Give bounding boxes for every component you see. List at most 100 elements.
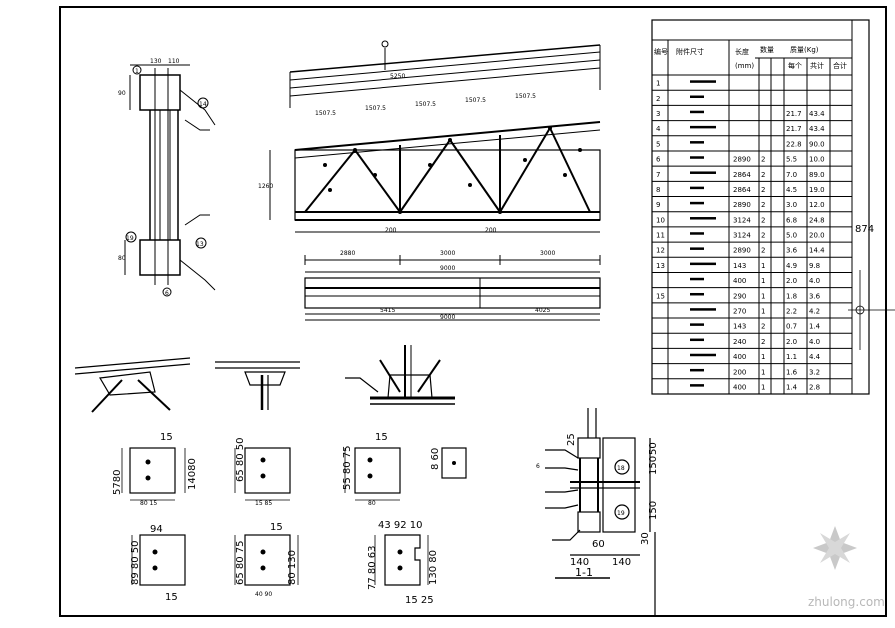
- truss-span-total: 9000: [440, 265, 455, 272]
- header-length-unit: (mm): [735, 62, 754, 70]
- truss-elevation: [269, 40, 601, 321]
- plate1-top: 15: [160, 432, 173, 443]
- table-cell-length: 3124: [733, 232, 751, 240]
- part-profile-icon: [690, 262, 716, 266]
- part-profile-icon: [690, 217, 716, 220]
- table-cell-each: 2.0: [786, 277, 797, 285]
- plate3-left: 55 80 75: [342, 445, 353, 490]
- part-profile-icon: [690, 308, 716, 311]
- table-cell-each: 3.6: [786, 247, 798, 255]
- table-cell-count: 2: [761, 323, 765, 331]
- table-cell-total: 4.2: [809, 307, 820, 315]
- table-cell-length: 2864: [733, 171, 751, 179]
- plate4-dims: 8 60: [430, 448, 441, 470]
- table-cell-total: 3.6: [809, 292, 821, 300]
- table-cell-total: 90.0: [809, 140, 825, 148]
- section-1-1: [545, 408, 656, 615]
- table-cell-each: 4.5: [786, 186, 797, 194]
- table-cell-count: 2: [761, 247, 765, 255]
- truss-top-dim-6: 1507.5: [515, 93, 536, 100]
- plate7-top: 43 92 10: [378, 520, 423, 531]
- table-cell-no: 8: [656, 186, 660, 194]
- section-callout-18: 18: [617, 465, 625, 472]
- header-no: 编号: [654, 47, 668, 56]
- column-elevation-text: 130 110 90 80 1 14 19 13 6: [118, 58, 207, 297]
- table-cell-each: 21.7: [786, 125, 802, 133]
- table-cell-each: 0.7: [786, 323, 797, 331]
- table-cell-total: 4.4: [809, 353, 821, 361]
- table-cell-total: 4.0: [809, 338, 820, 346]
- table-cell-total: 24.8: [809, 216, 825, 224]
- table-cell-count: 2: [761, 156, 765, 164]
- table-cell-each: 21.7: [786, 110, 802, 118]
- section-dim-4: 30: [640, 532, 651, 545]
- table-cell-each: 2.0: [786, 338, 797, 346]
- part-profile-icon: [690, 125, 716, 129]
- truss-text: 5250 1507.5 1507.5 1507.5 1507.5 1507.5 …: [258, 73, 555, 321]
- table-cell-no: 11: [656, 232, 665, 240]
- material-table: [651, 19, 870, 395]
- table-cell-count: 2: [761, 338, 765, 346]
- table-cell-length: 3124: [733, 216, 751, 224]
- section-callout-19: 19: [617, 510, 625, 517]
- table-cell-each: 1.6: [786, 368, 798, 376]
- table-cell-total: 9.8: [809, 262, 820, 270]
- table-cell-total: 19.0: [809, 186, 825, 194]
- zhulong-watermark: zhulong.com: [808, 526, 885, 609]
- column-callout-3: 19: [126, 235, 134, 242]
- column-dim-2: 80: [118, 255, 126, 262]
- table-cell-length: 270: [733, 307, 746, 315]
- table-cell-length: 290: [733, 292, 746, 300]
- table-cell-count: 2: [761, 201, 765, 209]
- truss-bottom-dim-2: 4025: [535, 307, 550, 314]
- table-cell-length: 400: [733, 383, 746, 391]
- table-cell-total: 43.4: [809, 125, 825, 133]
- section-dim-2: 150: [648, 501, 659, 520]
- table-cell-each: 1.1: [786, 353, 797, 361]
- plate1-bottom: 80 15: [140, 500, 157, 507]
- section-text: 1-1 150 150 50 30 140 140 60 25 6 18 19: [536, 433, 659, 579]
- part-profile-icon: [690, 384, 704, 387]
- table-cell-length: 143: [733, 262, 746, 270]
- truss-panel-2: 3000: [440, 250, 455, 257]
- plate1-right: 14080: [187, 458, 198, 490]
- part-profile-icon: [690, 156, 704, 159]
- table-cell-count: 1: [761, 353, 765, 361]
- column-callout-2: 14: [199, 101, 207, 108]
- table-cell-length: 2890: [733, 156, 751, 164]
- column-callout-1: 1: [135, 68, 139, 75]
- table-cell-each: 4.9: [786, 262, 797, 270]
- part-profile-icon: [690, 201, 704, 205]
- plate7-left: 77 80 63: [367, 545, 378, 590]
- plate3-top: 15: [375, 432, 388, 443]
- table-cell-count: 1: [761, 368, 765, 376]
- part-profile-icon: [690, 277, 704, 281]
- table-cell-count: 2: [761, 186, 765, 194]
- table-cell-count: 1: [761, 383, 765, 391]
- truss-panel-3: 3000: [540, 250, 555, 257]
- column-dim-1: 90: [118, 90, 126, 97]
- plate-details: [129, 447, 467, 586]
- truss-top-dim-2: 1507.5: [315, 110, 336, 117]
- truss-bolt-marks: [323, 126, 582, 214]
- plate7-right: 130 80: [428, 550, 439, 585]
- table-cell-length: 2890: [733, 247, 751, 255]
- watermark-logo-icon: [813, 526, 857, 570]
- section-dim-7: 60: [592, 539, 605, 550]
- table-cell-count: 1: [761, 262, 765, 270]
- table-cell-length: 400: [733, 353, 746, 361]
- part-profile-icon: [690, 186, 704, 190]
- plate1-left: 5780: [112, 470, 123, 495]
- section-title: 1-1: [575, 566, 593, 579]
- table-cell-length: 400: [733, 277, 746, 285]
- plate-text: 15 5780 14080 80 15 65 80 50 15 85 15 55…: [112, 432, 441, 606]
- column-top-dim-1: 130: [150, 58, 162, 65]
- header-length: 长度: [735, 47, 749, 56]
- table-cell-each: 7.0: [786, 171, 797, 179]
- header-part: 附件尺寸: [676, 47, 704, 56]
- table-cell-count: 2: [761, 171, 765, 179]
- table-cell-count: 1: [761, 277, 765, 285]
- plate5-left: 89 80 50: [130, 540, 141, 585]
- truss-top-dim-1: 5250: [390, 73, 405, 80]
